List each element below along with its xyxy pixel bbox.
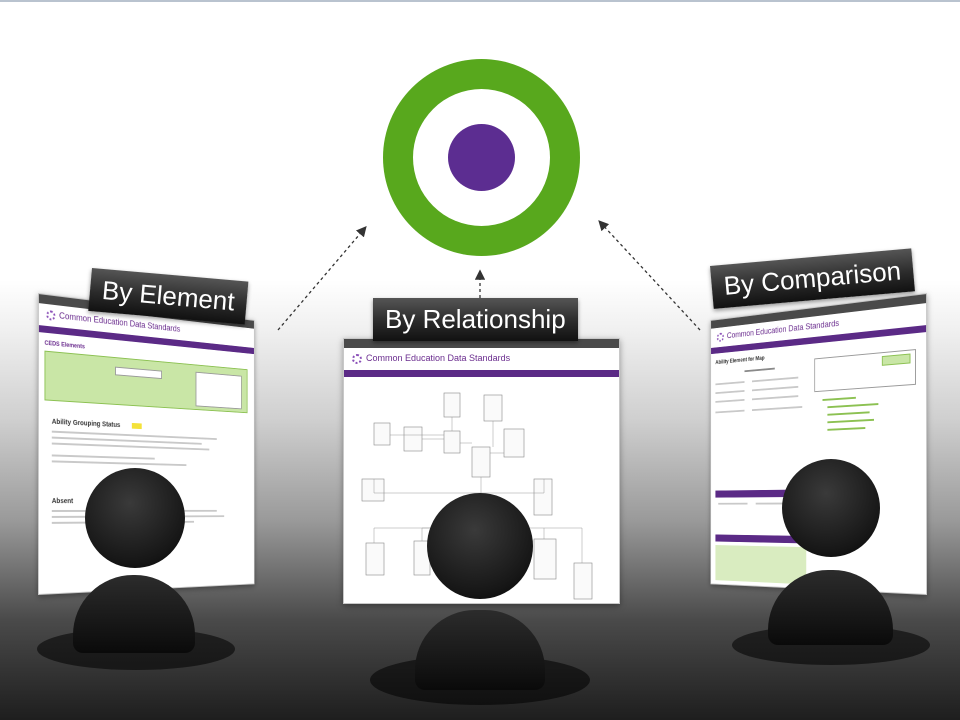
label-by-relationship: By Relationship [373,298,578,341]
text-line [715,390,745,395]
text-line [751,406,803,412]
arrow-left [277,226,367,331]
options-box [195,371,242,410]
text-line [751,385,799,392]
text-line [51,454,155,460]
tree-line [827,411,870,416]
text-line [715,398,745,403]
text-line [715,409,745,414]
text-line [744,367,775,373]
text-line [751,395,799,401]
person-figure-middle [370,485,590,720]
person-body [768,570,893,645]
ceds-logo-icon [46,309,56,321]
ceds-logo-icon [352,354,362,364]
new-badge [131,422,142,430]
text-line [715,381,745,386]
person-figure-right [730,455,930,675]
person-head [85,468,185,568]
person-head [782,459,880,557]
target-icon [383,59,580,256]
person-figure-left [35,460,235,680]
tree-line [822,396,856,401]
person-body [415,610,545,690]
target-bullseye [448,124,515,191]
browser-chrome [344,339,619,348]
arrow-right [598,220,701,331]
map-title: Ability Element for Map [715,355,765,366]
person-body [73,575,195,653]
text-line [751,376,799,383]
element-heading-1: Ability Grouping Status [51,418,121,430]
person-head [427,493,533,599]
tree-line [827,403,879,409]
brand-bar: Common Education Data Standards [344,348,619,370]
ceds-logo-icon [716,332,725,343]
tree-line [827,427,866,431]
nav-bar [344,370,619,377]
section-heading: CEDS Elements [44,340,85,351]
brand-title: Common Education Data Standards [366,353,511,363]
top-rule [0,0,960,2]
tree-line [827,418,874,424]
